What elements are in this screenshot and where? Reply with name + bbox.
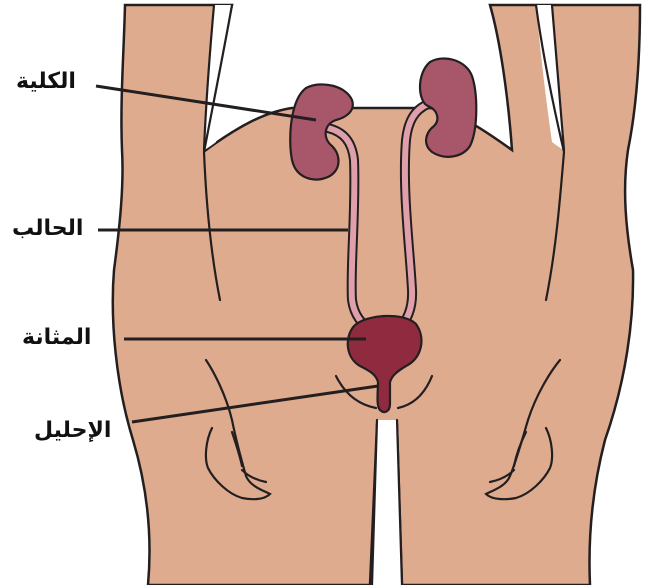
label-ureter: الحالب <box>12 218 83 240</box>
label-bladder: المثانة <box>22 327 91 349</box>
label-kidney: الكلية <box>16 71 76 93</box>
label-urethra: الإحليل <box>34 420 111 442</box>
